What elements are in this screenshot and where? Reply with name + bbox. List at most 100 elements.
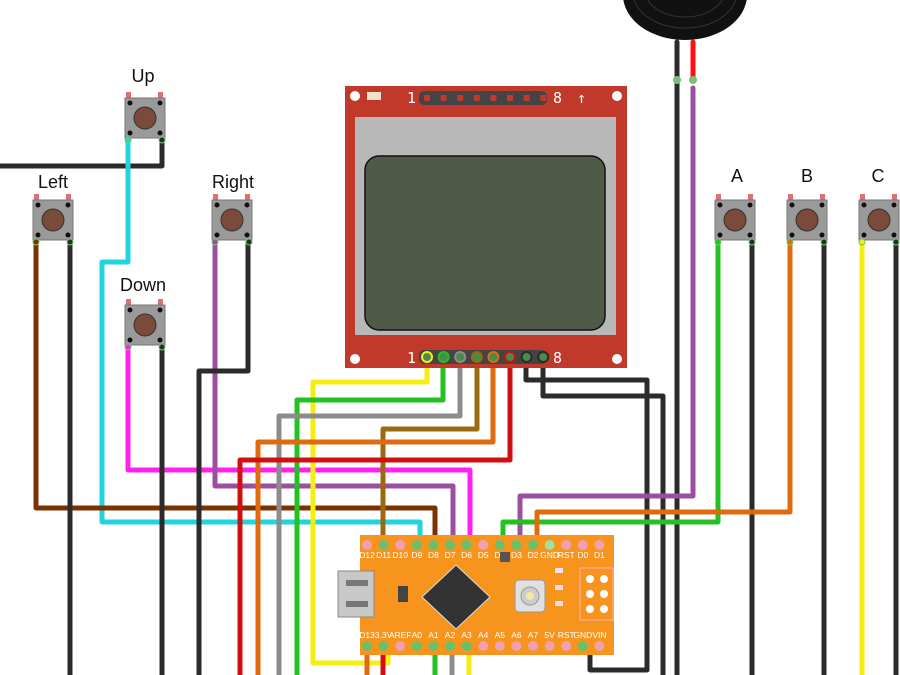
lcd-top-pin (523, 95, 530, 101)
lcd-top-pin-last: 8 (553, 89, 562, 107)
lcd-bottom-pin (504, 351, 516, 363)
piezo-buzzer (623, 0, 747, 84)
nano-pin-label: A0 (412, 630, 423, 640)
nano-pin-d8 (428, 540, 439, 550)
wire-right-gnd (196, 239, 251, 675)
nano-pin-d0 (577, 540, 588, 550)
nano-pin-a7 (528, 641, 538, 651)
button-label-up: Up (131, 66, 154, 86)
nano-pin-a2 (445, 641, 455, 651)
lcd-bottom-pin-last: 8 (553, 349, 562, 367)
nano-pin-label: A6 (511, 630, 522, 640)
button-label-a: A (731, 166, 743, 186)
nano-pin-d9 (411, 540, 422, 550)
lcd-top-pin (540, 95, 547, 101)
nano-pin-label: 3.3V (375, 630, 393, 640)
lcd-bottom-pin (421, 351, 433, 363)
wire-a-signal (500, 239, 721, 548)
nano-pin-label: D9 (411, 550, 422, 560)
lcd-bottom-pin (454, 351, 467, 363)
lcd-top-pin (507, 95, 513, 101)
button-cap (133, 106, 157, 130)
lcd-bottom-pin (470, 351, 483, 363)
nano-pin-label: D4 (494, 550, 505, 560)
button-b: B (786, 166, 828, 246)
nano-pin-a0 (411, 641, 422, 651)
wire-up-signal (99, 137, 423, 548)
nano-pin-label: D0 (577, 550, 588, 560)
lcd-arrow-icon: ↑ (577, 89, 586, 107)
lcd-bottom-pin (537, 351, 550, 363)
buzzer-pin-gnd (673, 76, 681, 84)
lcd-bottom-pin (437, 351, 450, 363)
nano-pin-label: D12 (359, 550, 375, 560)
button-cap (41, 208, 65, 232)
nano-pin-d6 (461, 540, 472, 550)
lcd-top-pin (424, 95, 430, 101)
lcd-bottom-pin-first: 1 (407, 349, 416, 367)
lcd-bottom-pin (520, 351, 533, 363)
nano-pin-label: RST (558, 550, 575, 560)
nano-pin-label: A2 (445, 630, 456, 640)
wire-lcd-2-green (294, 354, 446, 675)
button-a: A (714, 166, 756, 246)
wire-lcd-5-orange (255, 354, 496, 675)
wire-lcd-8-black (540, 354, 666, 675)
nano-pin-rst (561, 641, 572, 651)
wire-lcd-4-olive (380, 354, 480, 548)
nano-pin-a6 (511, 641, 522, 651)
nano-pin-label: D5 (478, 550, 489, 560)
button-label-right: Right (212, 172, 254, 192)
wire-lcd-1-yellow (310, 354, 430, 666)
nano-pin-label: D6 (461, 550, 472, 560)
nano-pin-label: GND (573, 630, 592, 640)
nano-pin-d13 (362, 641, 372, 651)
nokia-lcd: 1 8 ↑ 1 8 (345, 86, 627, 368)
lcd-screen (364, 155, 606, 331)
nano-pin-a3 (461, 641, 472, 651)
button-cap (133, 313, 157, 337)
nano-pin-d1 (594, 540, 605, 550)
nano-pin-3.3v (378, 641, 389, 651)
nano-pin-label: GND (540, 550, 559, 560)
button-cap (867, 208, 891, 232)
nano-pin-label: D10 (392, 550, 408, 560)
wire-right-signal (212, 239, 456, 548)
usb-port (337, 570, 375, 618)
nano-pin-label: A4 (478, 630, 489, 640)
nano-pin-d3 (511, 540, 522, 550)
nano-pin-gnd (577, 641, 588, 651)
lcd-top-pin-first: 1 (407, 89, 416, 107)
button-right: Right (211, 172, 254, 246)
nano-pin-label: A7 (528, 630, 539, 640)
nano-pin-d12 (362, 540, 372, 550)
button-label-b: B (801, 166, 813, 186)
nano-pin-5v (544, 641, 555, 651)
button-cap (795, 208, 819, 232)
wire-b-signal (534, 239, 793, 548)
wire-left-signal (33, 239, 438, 548)
nano-pin-gnd (544, 540, 555, 550)
nano-pin-label: D1 (594, 550, 605, 560)
button-left: Left (32, 172, 74, 246)
nano-pin-label: D7 (445, 550, 456, 560)
wire-up-gnd (0, 137, 165, 169)
nano-pin-d2 (528, 540, 538, 550)
buzzer-pin-signal (689, 76, 697, 84)
nano-pin-d4 (494, 540, 505, 550)
nano-pin-label: VIN (592, 630, 606, 640)
nano-pin-label: RST (558, 630, 575, 640)
lcd-top-pin (457, 95, 464, 101)
lcd-bottom-pin (487, 351, 500, 363)
button-c: C (858, 166, 900, 246)
wire-lcd-7-black (523, 354, 650, 673)
nano-pin-label: A5 (495, 630, 506, 640)
microcontroller-chip (421, 564, 491, 630)
nano-pin-a4 (478, 641, 489, 651)
nano-pin-vin (594, 641, 605, 651)
nano-pin-label: D8 (428, 550, 439, 560)
nano-pin-a5 (494, 641, 505, 651)
button-up: Up (124, 66, 166, 144)
